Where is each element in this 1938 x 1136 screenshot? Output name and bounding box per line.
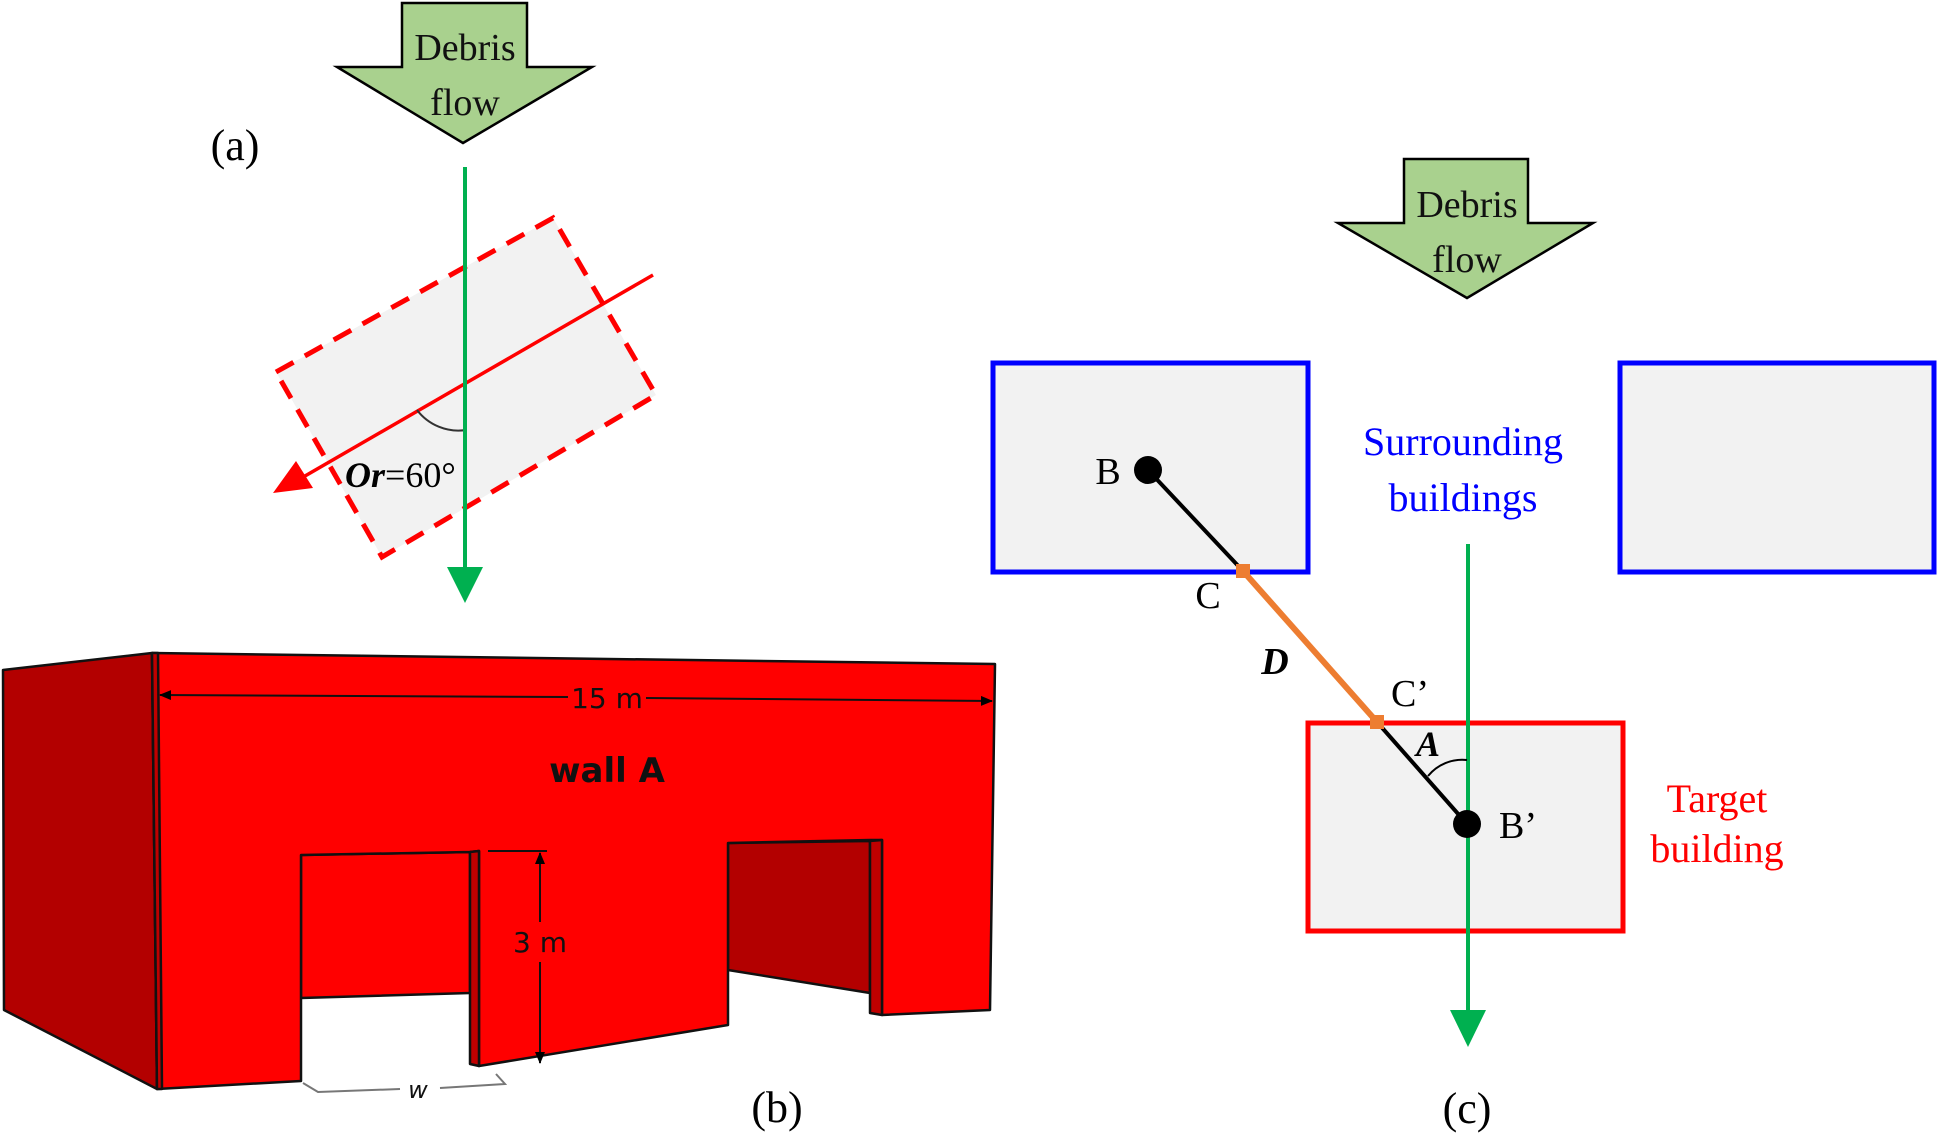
surrounding-building-right xyxy=(1617,360,1937,575)
opening-1-jamb xyxy=(468,849,481,1068)
opening-2-inner-wall xyxy=(726,839,872,995)
flow-arrow-shape-icon xyxy=(332,1,597,145)
building-corner-strip xyxy=(150,651,164,1091)
height-dimension-label: 3 m xyxy=(513,926,567,959)
flow-arrow-text-line2: flow xyxy=(1432,239,1502,281)
surrounding-label-line2: buildings xyxy=(1389,475,1538,520)
orientation-line xyxy=(304,273,654,478)
target-label-line2: building xyxy=(1650,826,1783,871)
point-cprime-label: C’ xyxy=(1391,673,1429,715)
width-dimension-line-right xyxy=(645,695,993,706)
segment-cprime-bprime xyxy=(1375,720,1469,826)
panel-b-label: (b) xyxy=(751,1083,802,1132)
flow-direction-arrowhead-a-icon xyxy=(447,567,483,603)
flow-direction-arrowhead-c-icon xyxy=(1450,1010,1486,1047)
opening-width-label: w xyxy=(408,1076,428,1104)
panel-a: (a) Debris flow Or=60° xyxy=(211,1,660,603)
point-bprime-dot xyxy=(1453,810,1481,838)
building-side-face xyxy=(1,651,159,1091)
flow-arrow-text-line1: Debris xyxy=(1416,184,1517,226)
debris-flow-arrow-a: Debris flow xyxy=(332,1,597,145)
wall-a-label: wall A xyxy=(549,751,665,791)
point-c-label: C xyxy=(1195,575,1220,617)
orientation-variable: Or xyxy=(345,455,386,495)
opening-2-jamb xyxy=(868,838,884,1017)
target-label-line1: Target xyxy=(1667,776,1768,821)
point-c-marker xyxy=(1236,564,1250,578)
orientation-arrowhead-icon xyxy=(273,461,313,493)
panel-b: w 15 m wall A 3 m (b) xyxy=(1,651,997,1132)
opening-width-bracket xyxy=(302,1073,508,1094)
wall-a-front-face xyxy=(150,651,997,1091)
orientation-angle-arc xyxy=(416,409,467,432)
building-3d-model xyxy=(1,651,997,1091)
opening-1-inner-wall xyxy=(299,850,472,1000)
angle-a-label: A xyxy=(1414,724,1440,764)
surrounding-label-line1: Surrounding xyxy=(1363,419,1563,464)
point-b-dot xyxy=(1134,456,1162,484)
segment-b-c xyxy=(1146,468,1245,573)
flow-arrow-text-line1: Debris xyxy=(414,27,515,69)
panel-c-label: (c) xyxy=(1443,1084,1492,1133)
panel-c: Debris flow Surrounding buildings Target… xyxy=(990,157,1937,1133)
point-bprime-label: B’ xyxy=(1499,805,1537,847)
point-b-label: B xyxy=(1095,451,1120,493)
distance-d-line xyxy=(1240,569,1380,724)
orientation-label: Or=60° xyxy=(345,455,456,495)
flow-arrow-shape-icon xyxy=(1333,157,1598,300)
width-dimension-label: 15 m xyxy=(571,682,643,715)
distance-d-label: D xyxy=(1260,641,1288,683)
flow-arrow-text-line2: flow xyxy=(430,82,500,124)
width-dimension-line-left xyxy=(159,690,569,701)
point-cprime-marker xyxy=(1370,715,1384,729)
panel-a-label: (a) xyxy=(211,121,260,170)
angle-a-arc xyxy=(1427,758,1468,777)
orientation-value: =60° xyxy=(385,455,456,495)
debris-flow-arrow-c: Debris flow xyxy=(1333,157,1598,300)
